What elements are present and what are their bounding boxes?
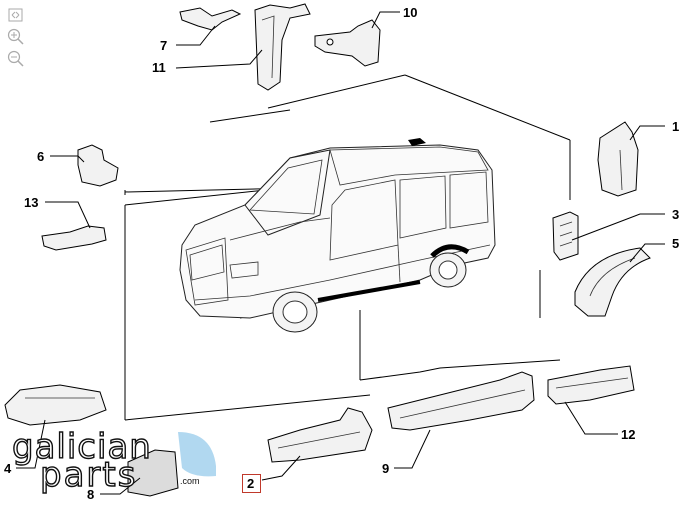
fit-to-screen-icon [8, 8, 23, 22]
part-13 [41, 225, 107, 251]
callout-2[interactable]: 2 [247, 476, 254, 491]
part-2 [267, 407, 373, 463]
part-12 [547, 365, 635, 405]
part-4 [4, 384, 107, 426]
part-8 [127, 449, 179, 497]
zoom-out-button[interactable] [6, 49, 26, 67]
logo-text-line1: galician [12, 427, 152, 467]
logo-text-line2: parts [40, 455, 137, 495]
callout-5[interactable]: 5 [672, 236, 679, 251]
callout-9[interactable]: 7 [160, 38, 167, 53]
part-1 [597, 121, 639, 197]
callout-8[interactable]: 8 [87, 487, 94, 502]
callout-13[interactable]: 13 [24, 195, 38, 210]
callout-7[interactable]: 6 [37, 149, 44, 164]
callout-1[interactable]: 1 [672, 119, 679, 134]
vehicle-illustration [179, 138, 496, 333]
logo-accent-shape [178, 432, 216, 477]
callout-12[interactable]: 12 [621, 427, 635, 442]
callout-11[interactable]: 11 [152, 60, 166, 75]
leader-lines [16, 11, 665, 495]
part-11 [254, 3, 311, 91]
part-5 [574, 247, 651, 317]
zoom-in-button[interactable] [6, 27, 26, 45]
galicianparts-logo: galician parts .com [11, 426, 216, 496]
part-9 [179, 7, 242, 31]
zoom-out-icon [7, 50, 24, 67]
part-6 [387, 371, 535, 431]
part-7 [77, 144, 119, 187]
part-10 [314, 19, 381, 67]
galicianparts-watermark: galician parts .com [11, 426, 218, 508]
fit-to-screen-button[interactable] [6, 6, 26, 24]
callout-4[interactable]: 4 [4, 461, 12, 476]
callout-10[interactable]: 10 [403, 5, 417, 20]
part-3 [552, 211, 579, 261]
zoom-in-icon [7, 28, 24, 45]
callout-6[interactable]: 9 [382, 461, 389, 476]
callout-3[interactable]: 3 [672, 207, 679, 222]
logo-suffix: .com [180, 476, 200, 486]
